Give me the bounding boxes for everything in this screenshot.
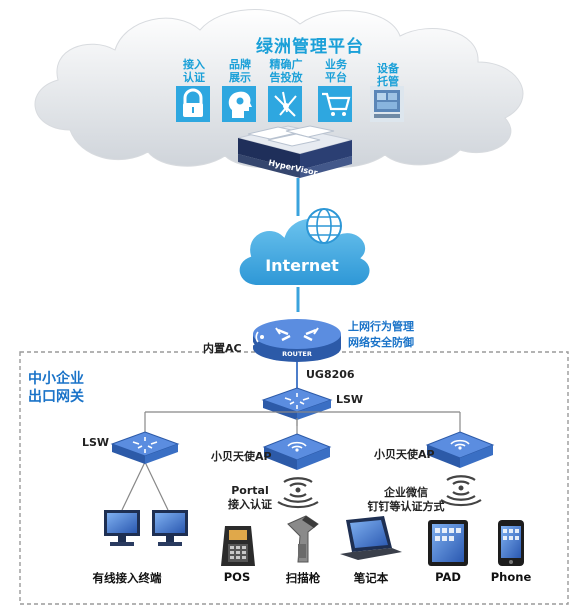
tablet-icon: [428, 520, 468, 566]
distribution-lines: [121, 411, 461, 511]
router-icon: [253, 319, 341, 362]
device-label-pad: PAD: [435, 570, 461, 584]
broadcast-icon: [268, 86, 302, 122]
service-label-business: 业务 平台: [325, 58, 347, 84]
service-label-auth: 接入 认证: [183, 58, 205, 84]
globe-icon: [306, 208, 342, 244]
phone-icon: [498, 520, 524, 566]
device-label-wired: 有线接入终端: [92, 571, 162, 585]
service-label-brand: 品牌 展示: [229, 58, 251, 84]
hypervisor-server: [237, 125, 353, 178]
access-switch-label: LSW: [82, 436, 110, 449]
ap-2-wifi-waves-icon: [440, 475, 482, 507]
ap-2-label: 小贝天使AP: [374, 448, 435, 461]
ap-2-auth-label: 企业微信 钉钉等认证方式: [367, 486, 445, 513]
core-switch-label: LSW: [336, 393, 364, 406]
lock-icon: [176, 86, 210, 122]
router-features: 上网行为管理 网络安全防御: [348, 320, 414, 349]
shopping-cart-icon: [318, 86, 352, 122]
device-label-laptop: 笔记本: [353, 571, 389, 585]
device-label-phone: Phone: [490, 570, 532, 584]
laptop-icon: [340, 516, 402, 560]
service-label-device: 设备 托管: [377, 62, 399, 88]
internet-cloud: [237, 216, 372, 288]
ap-1-label: 小贝天使AP: [211, 450, 272, 463]
head-gear-icon: [222, 86, 256, 122]
ap-2-icon: [425, 431, 495, 468]
ap-1-wifi-waves-icon: [277, 477, 319, 509]
platform-title: 绿洲管理平台: [256, 37, 364, 57]
router-model: UG8206: [306, 368, 355, 381]
service-label-ads: 精确广 告投放: [269, 58, 303, 84]
zone-title: 中小企业 出口网关: [28, 371, 84, 405]
ap-1-icon: [262, 433, 332, 470]
access-switch-icon: [110, 431, 180, 464]
device-label-scanner: 扫描枪: [285, 571, 321, 585]
router-label: ROUTER: [282, 350, 312, 358]
pos-terminal-icon: [221, 526, 255, 566]
device-label-pos: POS: [223, 570, 251, 584]
barcode-scanner-icon: [287, 515, 319, 563]
desktop-computer-icon: [104, 510, 188, 546]
internet-label: Internet: [265, 256, 339, 275]
ac-wifi-icon: [250, 328, 264, 346]
ac-label: 内置AC: [203, 342, 242, 355]
device-screen-icon: [370, 86, 404, 122]
ap-1-auth-label: Portal 接入认证: [228, 484, 272, 511]
core-switch-icon: [261, 387, 333, 420]
